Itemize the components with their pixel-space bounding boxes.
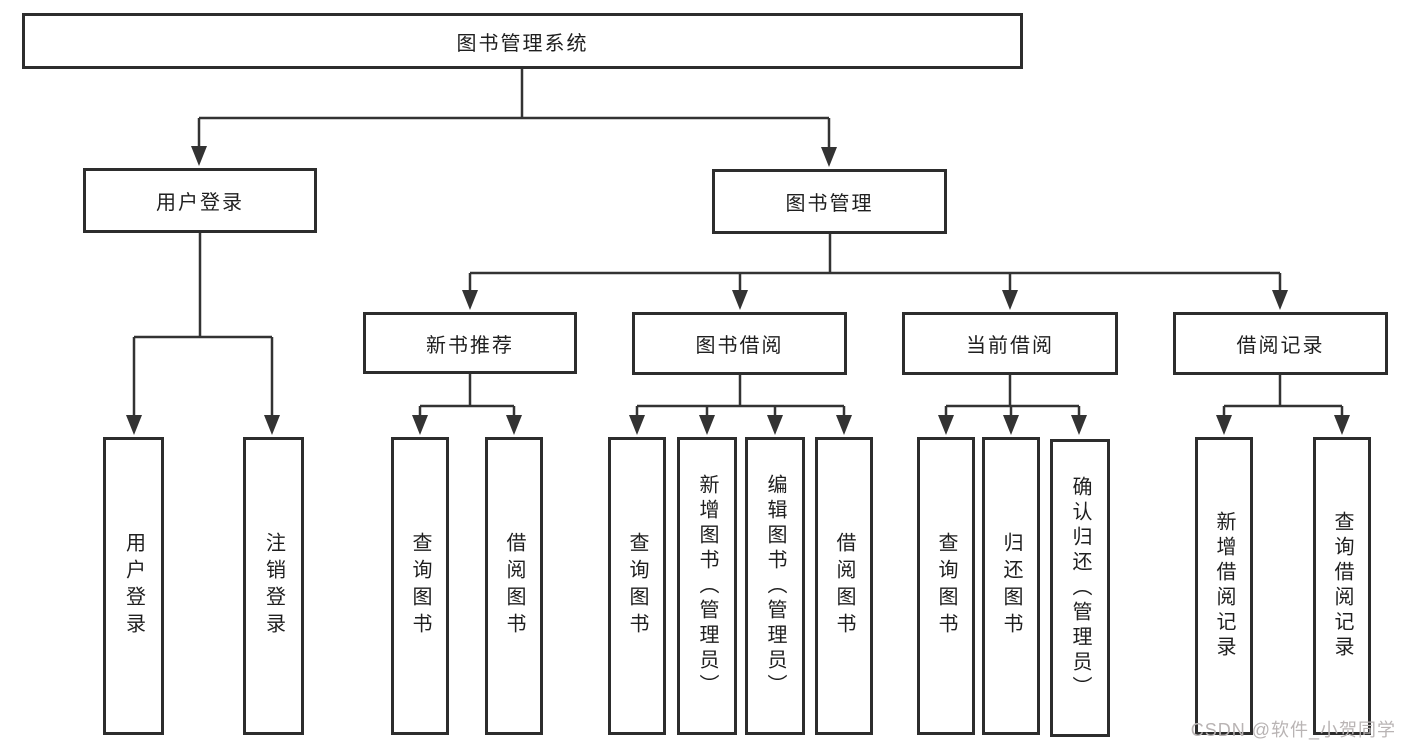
node-library-system: 图书管理系统 [22, 13, 1023, 69]
node-borrowing-records: 借阅记录 [1173, 312, 1388, 375]
leaf-edit-books-admin-label: 编辑图书（管理员） [764, 473, 786, 699]
node-current-borrowing: 当前借阅 [902, 312, 1118, 375]
leaf-add-borrow-record-label: 新增借阅记录 [1213, 511, 1235, 661]
node-new-book-recommendation: 新书推荐 [363, 312, 577, 374]
leaf-query-books-recommend-label: 查询图书 [409, 532, 431, 640]
node-book-borrowing: 图书借阅 [632, 312, 847, 375]
leaf-user-login-label: 用户登录 [122, 532, 145, 640]
leaf-add-borrow-record: 新增借阅记录 [1195, 437, 1253, 735]
leaf-borrow-books-recommend-label: 借阅图书 [503, 532, 525, 640]
leaf-logout: 注销登录 [243, 437, 304, 735]
leaf-edit-books-admin: 编辑图书（管理员） [745, 437, 805, 735]
leaf-user-login: 用户登录 [103, 437, 164, 735]
leaf-query-books-recommend: 查询图书 [391, 437, 449, 735]
leaf-query-books-borrowing-label: 查询图书 [626, 532, 648, 640]
arrowheads [126, 146, 1350, 435]
leaf-return-books-label: 归还图书 [1000, 532, 1022, 640]
leaf-query-books-current-label: 查询图书 [935, 532, 957, 640]
leaf-add-books-admin-label: 新增图书（管理员） [696, 473, 718, 699]
node-user-login: 用户登录 [83, 168, 317, 233]
leaf-borrow-books-borrowing: 借阅图书 [815, 437, 873, 735]
csdn-watermark: CSDN @软件_小贺同学 [1190, 720, 1396, 740]
leaf-query-books-current: 查询图书 [917, 437, 975, 735]
node-book-management: 图书管理 [712, 169, 947, 234]
leaf-confirm-return-admin-label: 确认归还（管理员） [1069, 475, 1091, 701]
leaf-logout-label: 注销登录 [262, 532, 285, 640]
leaf-query-borrow-record-label: 查询借阅记录 [1331, 511, 1353, 661]
leaf-add-books-admin: 新增图书（管理员） [677, 437, 737, 735]
leaf-borrow-books-recommend: 借阅图书 [485, 437, 543, 735]
leaf-confirm-return-admin: 确认归还（管理员） [1050, 439, 1110, 737]
leaf-return-books: 归还图书 [982, 437, 1040, 735]
leaf-query-books-borrowing: 查询图书 [608, 437, 666, 735]
leaf-query-borrow-record: 查询借阅记录 [1313, 437, 1371, 735]
leaf-borrow-books-borrowing-label: 借阅图书 [833, 532, 855, 640]
